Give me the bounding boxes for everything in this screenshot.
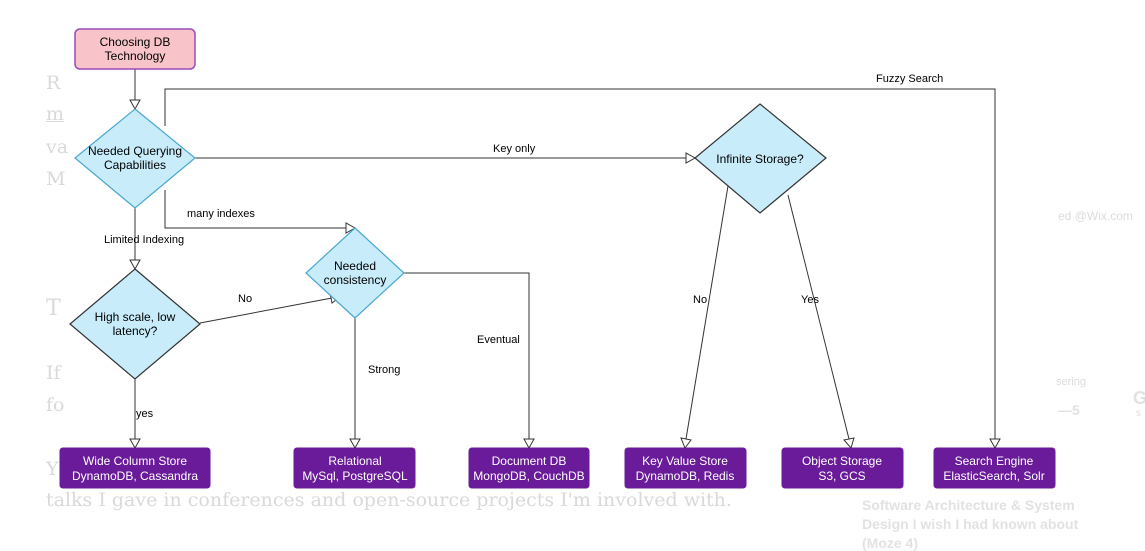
arrowhead	[129, 438, 141, 450]
arrowhead	[349, 438, 361, 450]
bg-text-3: va	[46, 136, 69, 158]
store-wide-column-label-2: DynamoDB, Cassandra	[72, 469, 198, 483]
store-document-label-1: Document DB	[492, 454, 567, 468]
store-box	[933, 447, 1056, 489]
store-key-value-label-2: DynamoDB, Redis	[636, 469, 735, 483]
sidebar-article-title-1: Software Architecture & System	[862, 497, 1075, 513]
bg-text-4: M	[46, 168, 66, 190]
store-document-label-2: MongoDB, CouchDB	[473, 469, 584, 483]
decision-consistency-label-2: consistency	[324, 273, 387, 287]
bg-text-6: If	[46, 362, 61, 384]
edge-eventual	[404, 272, 530, 439]
start-node	[74, 28, 196, 70]
edge-label-storage-no: No	[693, 294, 707, 306]
start-node-label-2: Technology	[105, 49, 166, 63]
edge-storage-no	[685, 185, 729, 440]
edge-label-eventual: Eventual	[477, 334, 520, 346]
arrowhead	[685, 152, 697, 164]
bg-text-8: Y	[46, 458, 59, 480]
store-search-engine-label-2: ElasticSearch, Solr	[943, 469, 1044, 483]
decision-querying-label-1: Needed Querying	[88, 144, 182, 158]
store-relational-label-2: MySql, PostgreSQL	[302, 469, 408, 483]
edge-label-scale-yes: yes	[136, 408, 154, 420]
arrowhead	[345, 222, 357, 234]
store-document: Document DB MongoDB, CouchDB	[468, 447, 590, 489]
bg-text-2: m	[46, 103, 65, 125]
arrowhead	[129, 259, 141, 271]
bg-text-5: T	[46, 296, 61, 321]
decision-scale-label-1: High scale, low	[95, 310, 176, 324]
bg-text-1: R	[46, 72, 61, 94]
bg-side-1: ed @Wix.com	[1058, 209, 1133, 223]
bg-side-2: sering	[1056, 376, 1086, 388]
store-box	[781, 447, 904, 489]
decision-needed-consistency	[305, 227, 405, 319]
edge-label-many-indexes: many indexes	[187, 208, 255, 220]
arrowhead	[523, 438, 535, 450]
edge-label-key-only: Key only	[493, 143, 536, 155]
edge-label-storage-yes: Yes	[801, 294, 819, 306]
store-relational: Relational MySql, PostgreSQL	[293, 447, 416, 489]
edge-label-fuzzy-search: Fuzzy Search	[876, 73, 943, 85]
store-box	[59, 447, 211, 489]
store-object: Object Storage S3, GCS	[781, 447, 904, 489]
edge-label-limited-indexing: Limited Indexing	[104, 234, 184, 246]
store-wide-column-label-1: Wide Column Store	[83, 454, 187, 468]
decision-querying-capabilities	[74, 108, 196, 209]
store-search-engine-label-1: Search Engine	[955, 454, 1034, 468]
bg-side-4: G	[1133, 388, 1145, 408]
edge-many-indexes	[164, 190, 346, 229]
bg-text-9: talks I gave in conferences and open-sou…	[46, 489, 732, 511]
store-box	[293, 447, 416, 489]
store-box	[468, 447, 590, 489]
edge-scale-no	[199, 297, 333, 324]
arrowhead	[129, 99, 141, 111]
edge-fuzzy-search	[164, 88, 996, 439]
store-box	[624, 447, 747, 489]
edge-storage-yes	[787, 194, 850, 440]
store-relational-label-1: Relational	[328, 454, 381, 468]
store-wide-column: Wide Column Store DynamoDB, Cassandra	[59, 447, 211, 489]
store-search-engine: Search Engine ElasticSearch, Solr	[933, 447, 1056, 489]
store-key-value-label-1: Key Value Store	[642, 454, 728, 468]
arrowhead	[680, 437, 692, 450]
store-key-value: Key Value Store DynamoDB, Redis	[624, 447, 747, 489]
bg-side-3: —5	[1058, 402, 1080, 418]
start-node-label-1: Choosing DB	[100, 35, 171, 49]
edge-label-scale-no: No	[238, 293, 252, 305]
decision-consistency-label-1: Needed	[334, 259, 376, 273]
bg-side-5: s	[1136, 408, 1141, 419]
decision-high-scale	[69, 268, 201, 380]
arrowhead	[843, 437, 855, 450]
store-object-label-2: S3, GCS	[818, 469, 865, 483]
decision-storage-label: Infinite Storage?	[716, 152, 804, 166]
edge-label-strong: Strong	[368, 364, 400, 376]
sidebar-article-title-2: Design I wish I had known about	[862, 516, 1079, 532]
decision-querying-label-2: Capabilities	[104, 158, 166, 172]
bg-text-7: fo	[46, 394, 65, 416]
arrowhead	[989, 438, 1001, 450]
decision-infinite-storage	[694, 103, 827, 214]
decision-scale-label-2: latency?	[113, 324, 158, 338]
store-object-label-1: Object Storage	[802, 454, 882, 468]
